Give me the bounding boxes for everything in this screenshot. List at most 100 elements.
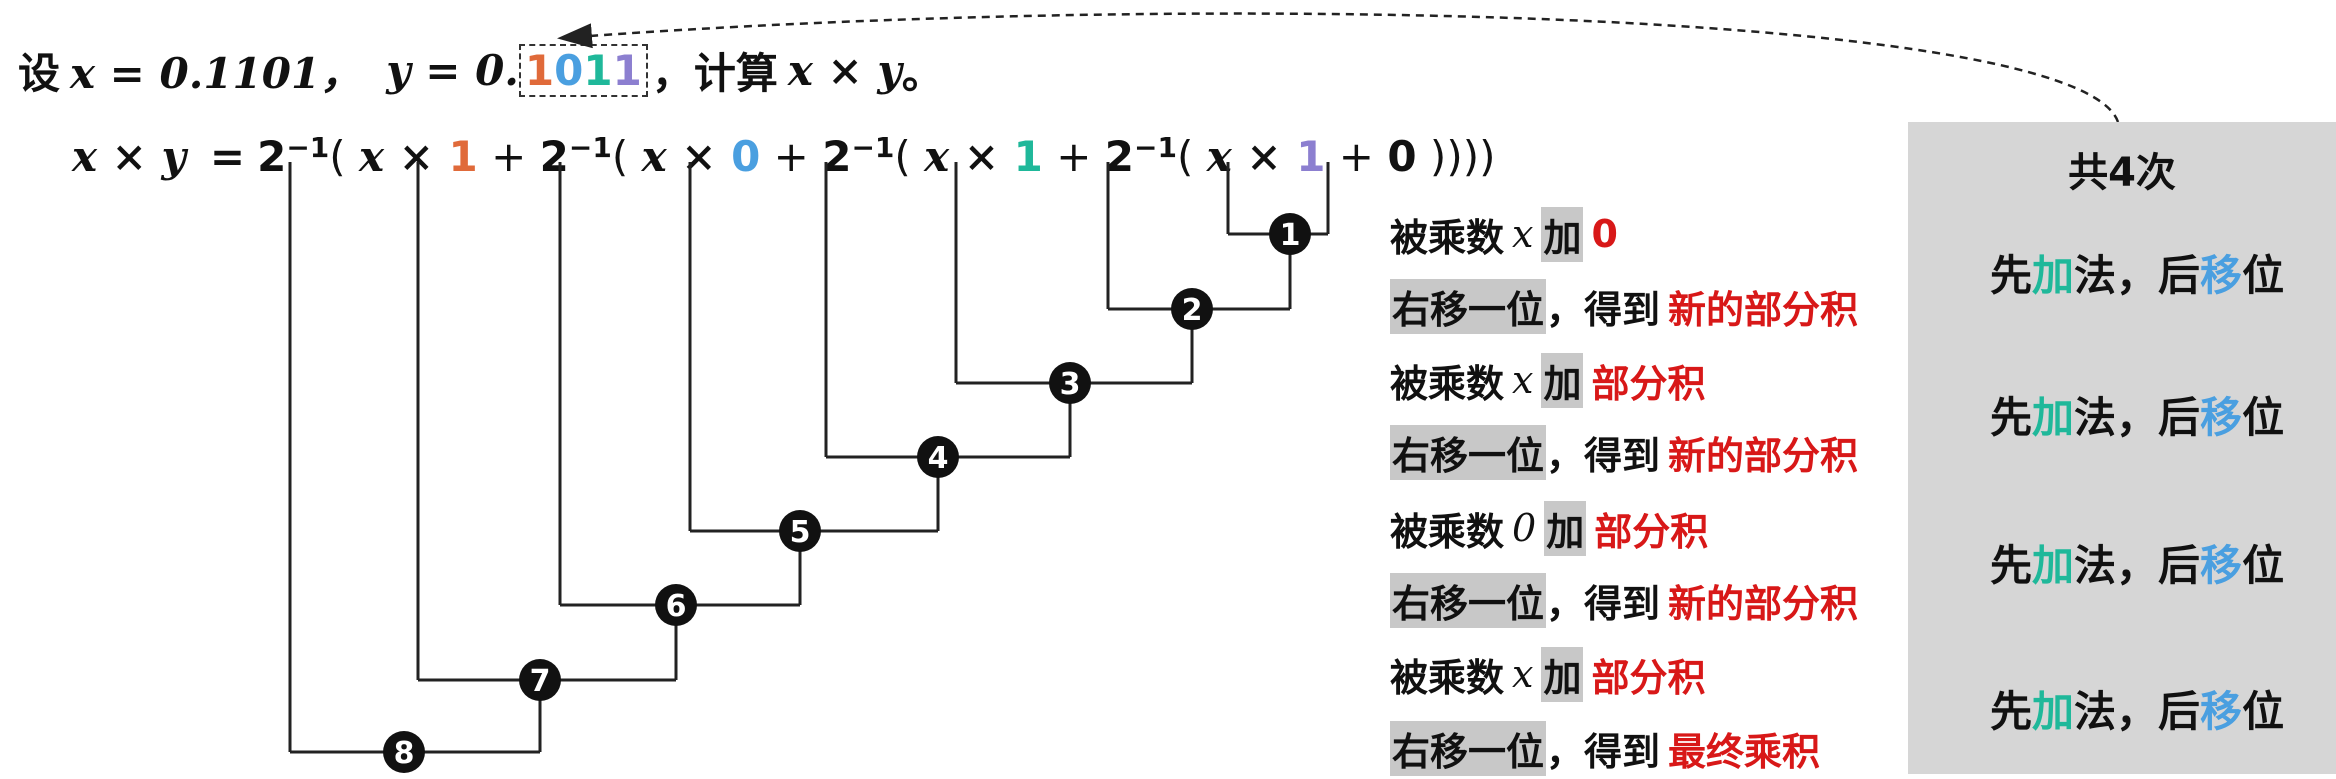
- rule-middle: 法，后: [2074, 541, 2201, 590]
- step-node-label: 6: [666, 589, 687, 624]
- step-node-8: [383, 731, 425, 773]
- formula-exponent: −1: [1134, 131, 1177, 164]
- step-action: 右移一位: [1390, 278, 1547, 334]
- formula-operator: +: [477, 132, 540, 181]
- step-description-4: 右移一位，得到新的部分积: [1390, 424, 1858, 480]
- y-digit-2: 0: [554, 46, 584, 95]
- y-digit-4: 1: [612, 46, 642, 95]
- formula-term: x ×: [359, 132, 449, 181]
- step-node-4: [917, 436, 959, 478]
- rule-end: 位: [2242, 393, 2285, 442]
- formula-eq: =: [209, 132, 246, 181]
- formula-operator: (: [1176, 132, 1207, 181]
- formula-exponent: −1: [286, 131, 330, 164]
- formula-multiplier-bit: 1: [448, 132, 478, 181]
- rule-first: 先: [1990, 541, 2033, 590]
- formula-operator: +: [1042, 132, 1105, 181]
- step-connector: ，得到: [1546, 287, 1661, 332]
- step-subject: 被乘数: [1390, 509, 1505, 554]
- formula-term: x ×: [641, 132, 732, 181]
- rule-end: 位: [2242, 541, 2285, 590]
- step-action: 加: [1541, 352, 1584, 408]
- dashed-arrow: [557, 12, 2120, 123]
- step-node-label: 2: [1182, 293, 1203, 328]
- step-action: 右移一位: [1390, 424, 1547, 480]
- formula-operator: (: [894, 132, 925, 181]
- step-node-label: 5: [790, 515, 811, 550]
- title-suffix-math: x × y: [787, 46, 902, 95]
- step-result: 部分积: [1591, 361, 1706, 406]
- step-node-7: [519, 659, 561, 701]
- step-node-3: [1049, 362, 1091, 404]
- step-action: 右移一位: [1390, 720, 1547, 776]
- formula-number: 2: [1104, 132, 1135, 181]
- y-digit-3: 1: [583, 46, 613, 95]
- step-node-6: [655, 584, 697, 626]
- formula-multiplier-bit: 0: [731, 132, 761, 181]
- step-node-label: 1: [1280, 218, 1301, 253]
- y-digit-1: 1: [524, 46, 555, 95]
- title-suffix-text: ，计算: [651, 49, 778, 98]
- step-description-8: 右移一位，得到最终乘积: [1390, 720, 1820, 776]
- rule-first: 先: [1990, 687, 2033, 736]
- title-y-expr: y = 0.: [386, 46, 519, 95]
- title-prefix: 设: [18, 49, 61, 98]
- formula-term: x ×: [924, 132, 1014, 181]
- rule-shift: 移: [2200, 251, 2243, 300]
- formula-lhs: x × y: [72, 132, 186, 181]
- step-result: 新的部分积: [1668, 581, 1859, 626]
- formula-exponent: −1: [568, 131, 612, 164]
- step-result: 新的部分积: [1668, 287, 1859, 332]
- rule-middle: 法，后: [2074, 393, 2201, 442]
- rule-add: 加: [2032, 251, 2075, 300]
- step-node-label: 7: [530, 664, 551, 699]
- step-action: 加: [1544, 500, 1587, 556]
- step-subject: 被乘数: [1390, 215, 1505, 260]
- step-node-5: [779, 510, 821, 552]
- step-connector: ，得到: [1546, 581, 1661, 626]
- formula-rhs: 2−1( x × 1 + 2−1( x × 0 + 2−1( x × 1 + 2…: [257, 131, 1496, 181]
- formula-operator: +: [760, 132, 823, 181]
- formula-number: 2: [257, 132, 287, 181]
- step-result: 最终乘积: [1668, 729, 1821, 774]
- formula-number: 2: [539, 132, 569, 181]
- formula-operator: )))): [1416, 132, 1496, 181]
- expanded-formula: x × y = 2−1( x × 1 + 2−1( x × 0 + 2−1( x…: [72, 131, 1496, 181]
- panel-title: 共4次: [2068, 150, 2176, 196]
- rule-text-2: 先加法，后移位: [1990, 384, 2284, 445]
- step-operand: x: [1512, 358, 1534, 402]
- step-action: 右移一位: [1390, 572, 1547, 628]
- step-action: 加: [1541, 206, 1584, 262]
- rule-text-1: 先加法，后移位: [1990, 242, 2284, 303]
- step-description-2: 右移一位，得到新的部分积: [1390, 278, 1858, 334]
- formula-term: x ×: [1206, 132, 1297, 181]
- rule-add: 加: [2032, 687, 2075, 736]
- step-subject: 被乘数: [1390, 655, 1505, 700]
- rule-middle: 法，后: [2074, 251, 2201, 300]
- step-node-1: [1269, 213, 1311, 255]
- formula-operator: (: [329, 132, 360, 181]
- summary-panel: 共4次: [1908, 122, 2336, 774]
- title-x-expr: x = 0.1101，: [70, 49, 363, 98]
- formula-multiplier-bit: 1: [1296, 132, 1326, 181]
- step-result: 部分积: [1594, 509, 1709, 554]
- rule-text-3: 先加法，后移位: [1990, 532, 2284, 593]
- formula-exponent: −1: [851, 131, 895, 164]
- rule-first: 先: [1990, 393, 2033, 442]
- title-suffix-end: 。: [901, 49, 944, 98]
- step-node-2: [1171, 288, 1213, 330]
- formula-operator: +: [1325, 132, 1388, 181]
- rule-end: 位: [2242, 251, 2285, 300]
- step-operand: 0: [1512, 506, 1537, 550]
- rule-first: 先: [1990, 251, 2033, 300]
- step-result: 新的部分积: [1668, 433, 1859, 478]
- rule-shift: 移: [2200, 687, 2243, 736]
- step-action: 加: [1541, 646, 1584, 702]
- rule-shift: 移: [2200, 393, 2243, 442]
